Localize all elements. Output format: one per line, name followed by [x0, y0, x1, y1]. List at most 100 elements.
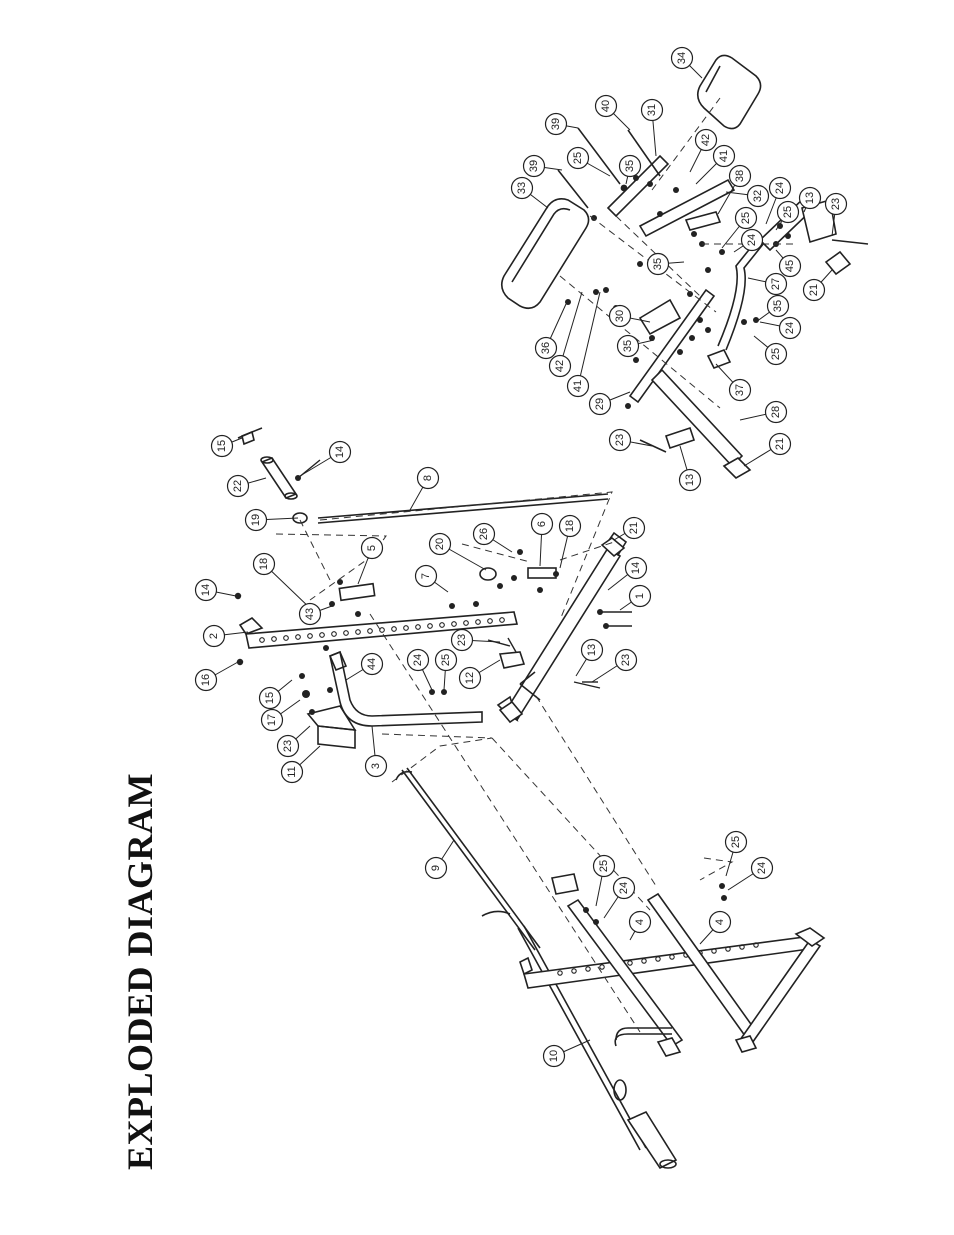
- callout-number: 23: [282, 740, 294, 752]
- callout-part-15: 15: [260, 680, 293, 709]
- callout-number: 41: [718, 150, 730, 162]
- callout-number: 32: [752, 190, 764, 202]
- callout-part-35: 35: [756, 296, 789, 323]
- callout-number: 20: [434, 538, 446, 550]
- callout-part-9: 9: [426, 840, 455, 879]
- callout-number: 13: [586, 644, 598, 656]
- end-cap-21b: [826, 252, 850, 274]
- back-pad-34: [698, 55, 761, 128]
- callout-part-42: 42: [690, 130, 717, 173]
- callout-number: 24: [774, 182, 786, 194]
- callout-number: 23: [456, 634, 468, 646]
- callout-part-40: 40: [596, 96, 631, 131]
- callout-number: 30: [614, 310, 626, 322]
- callout-number: 43: [304, 608, 316, 620]
- callout-number: 41: [572, 380, 584, 392]
- bench-guide-lines: [560, 98, 794, 408]
- callout-part-25: 25: [726, 832, 747, 877]
- callout-number: 8: [422, 475, 434, 481]
- callout-number: 12: [464, 672, 476, 684]
- callout-part-4: 4: [630, 912, 651, 941]
- main-guide-lines: [276, 492, 732, 1032]
- callout-number: 25: [598, 860, 610, 872]
- callout-part-35: 35: [648, 254, 685, 275]
- callout-number: 31: [646, 104, 658, 116]
- callout-part-44: 44: [346, 654, 383, 681]
- seat-tube-32: [640, 180, 734, 236]
- callout-part-27: 27: [748, 274, 787, 295]
- callout-number: 35: [622, 340, 634, 352]
- callout-number: 22: [232, 480, 244, 492]
- callout-number: 21: [774, 438, 786, 450]
- callout-part-39: 39: [524, 156, 563, 177]
- callout-part-33: 33: [512, 178, 549, 209]
- callout-number: 15: [264, 692, 276, 704]
- callout-part-21: 21: [804, 270, 833, 301]
- callout-part-24: 24: [604, 878, 635, 919]
- callout-number: 28: [770, 406, 782, 418]
- callout-number: 13: [684, 474, 696, 486]
- callout-number: 11: [286, 766, 298, 777]
- callout-part-18: 18: [254, 554, 313, 611]
- callout-part-41: 41: [696, 146, 735, 185]
- callout-number: 23: [614, 434, 626, 446]
- callout-part-28: 28: [740, 402, 787, 423]
- callout-part-14: 14: [196, 580, 237, 601]
- callout-part-7: 7: [416, 566, 449, 593]
- callout-number: 25: [770, 348, 782, 360]
- callout-number: 42: [700, 134, 712, 146]
- callout-number: 24: [412, 654, 424, 666]
- callout-number: 37: [734, 384, 746, 396]
- callout-number: 24: [756, 862, 768, 874]
- bracket-37: [708, 350, 730, 368]
- callout-part-25: 25: [754, 336, 787, 365]
- callout-number: 27: [770, 278, 782, 290]
- callout-number: 17: [266, 714, 278, 726]
- callout-number: 23: [830, 198, 842, 210]
- callout-part-10: 10: [544, 1040, 591, 1067]
- callout-part-26: 26: [474, 524, 513, 553]
- plate-13c: [666, 428, 694, 448]
- callout-part-29: 29: [590, 392, 631, 415]
- callout-part-31: 31: [642, 100, 663, 157]
- callout-part-23: 23: [452, 630, 501, 651]
- callout-part-23: 23: [278, 726, 311, 757]
- callout-part-4: 4: [700, 912, 731, 945]
- callout-number: 16: [200, 674, 212, 686]
- callout-number: 25: [740, 212, 752, 224]
- callout-part-45: 45: [776, 250, 801, 277]
- seat-pad-33: [502, 199, 589, 308]
- callout-number: 4: [634, 919, 646, 925]
- roller-22: [261, 457, 297, 499]
- callout-part-15: 15: [212, 436, 243, 457]
- callout-number: 25: [782, 206, 794, 218]
- callout-part-23: 23: [610, 430, 653, 451]
- part-callouts: 2141618192215148543202661821714123121323…: [196, 48, 847, 1067]
- callout-number: 18: [564, 520, 576, 532]
- callout-number: 25: [730, 836, 742, 848]
- leader-line: [578, 292, 600, 386]
- callout-part-35: 35: [618, 336, 655, 357]
- callout-number: 15: [216, 440, 228, 452]
- callout-number: 3: [370, 763, 382, 769]
- callout-part-13: 13: [576, 640, 603, 677]
- callout-number: 24: [618, 882, 630, 894]
- callout-number: 45: [784, 260, 796, 272]
- callout-number: 21: [808, 284, 820, 296]
- callout-number: 29: [594, 398, 606, 410]
- long-bar-9: [396, 768, 540, 950]
- callout-number: 39: [550, 118, 562, 130]
- callout-part-21: 21: [744, 434, 791, 467]
- callout-number: 33: [516, 182, 528, 194]
- callout-number: 40: [600, 100, 612, 112]
- callout-part-39: 39: [546, 114, 579, 135]
- frame-30: [640, 300, 680, 334]
- callout-number: 2: [208, 633, 220, 639]
- leader-line: [560, 292, 582, 366]
- callout-part-13: 13: [680, 446, 701, 491]
- callout-number: 6: [536, 521, 548, 527]
- callout-part-1: 1: [620, 586, 651, 611]
- callout-part-25: 25: [436, 650, 457, 691]
- callout-number: 38: [734, 170, 746, 182]
